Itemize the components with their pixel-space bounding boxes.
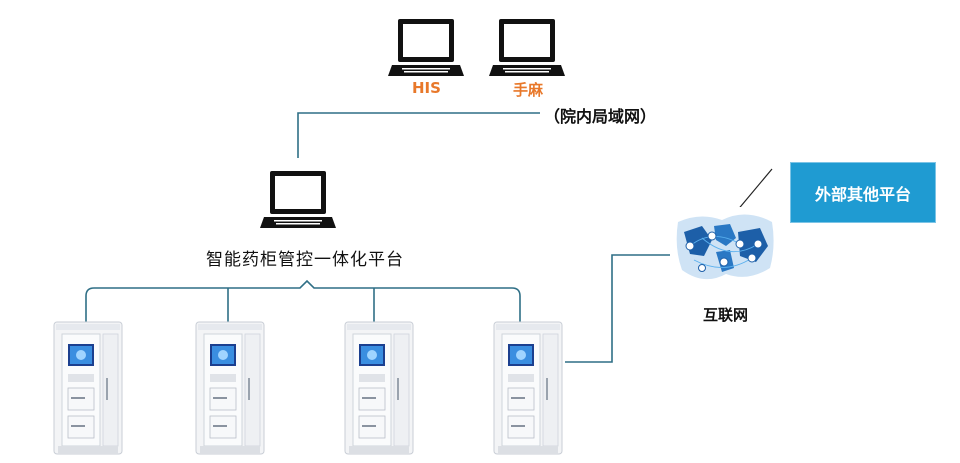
medicine-cabinet-3 [344,321,414,455]
lan-label: （院内局域网） [544,107,657,126]
shouma-laptop-icon [489,19,565,76]
medicine-cabinet-4 [493,321,563,455]
his-laptop-icon [388,19,464,76]
internet-label: 互联网 [703,306,749,324]
platform-laptop-icon [260,171,336,228]
medicine-cabinet-2 [195,321,265,455]
platform-label: 智能药柜管控一体化平台 [206,250,404,270]
external-platform-box: 外部其他平台 [790,162,936,223]
his-label: HIS [412,79,441,97]
shouma-label: 手麻 [513,81,544,99]
internet-globe-icon [670,207,782,297]
medicine-cabinet-1 [53,321,123,455]
external-platform-label: 外部其他平台 [814,184,911,204]
connection-lines [85,112,773,363]
